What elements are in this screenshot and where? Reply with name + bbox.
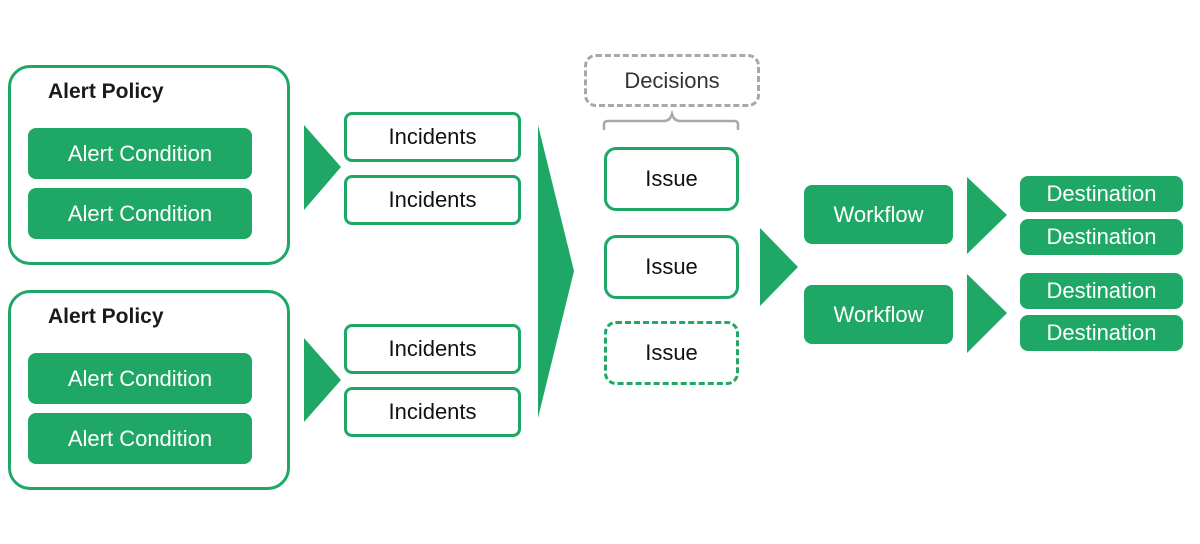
alert-policy-2-title: Alert Policy xyxy=(48,305,164,328)
arrow-policy2-to-incidents xyxy=(304,338,341,422)
decisions-brace xyxy=(602,109,740,130)
incidents-box-3: Incidents xyxy=(344,324,521,374)
alert-policy-1: Alert Policy Alert Condition Alert Condi… xyxy=(8,65,290,265)
destination-box-4: Destination xyxy=(1020,315,1183,351)
decisions-box: Decisions xyxy=(584,54,760,107)
incidents-box-1: Incidents xyxy=(344,112,521,162)
destination-box-1: Destination xyxy=(1020,176,1183,212)
alert-policy-2: Alert Policy Alert Condition Alert Condi… xyxy=(8,290,290,490)
destination-box-2: Destination xyxy=(1020,219,1183,255)
workflow-box-2: Workflow xyxy=(804,285,953,344)
incidents-box-2: Incidents xyxy=(344,175,521,225)
arrow-issues-to-workflows xyxy=(760,228,798,306)
issue-box-3-dashed: Issue xyxy=(604,321,739,385)
alert-condition-1-2: Alert Condition xyxy=(28,188,252,239)
issue-box-2: Issue xyxy=(604,235,739,299)
arrow-workflow2-to-destinations xyxy=(967,274,1007,353)
alert-condition-2-1: Alert Condition xyxy=(28,353,252,404)
arrow-policy1-to-incidents xyxy=(304,125,341,210)
workflow-box-1: Workflow xyxy=(804,185,953,244)
issue-box-1: Issue xyxy=(604,147,739,211)
arrow-incidents-to-issues xyxy=(538,125,574,418)
destination-box-3: Destination xyxy=(1020,273,1183,309)
incidents-box-4: Incidents xyxy=(344,387,521,437)
arrow-workflow1-to-destinations xyxy=(967,177,1007,254)
alert-condition-1-1: Alert Condition xyxy=(28,128,252,179)
alert-condition-2-2: Alert Condition xyxy=(28,413,252,464)
alert-policy-1-title: Alert Policy xyxy=(48,80,164,103)
